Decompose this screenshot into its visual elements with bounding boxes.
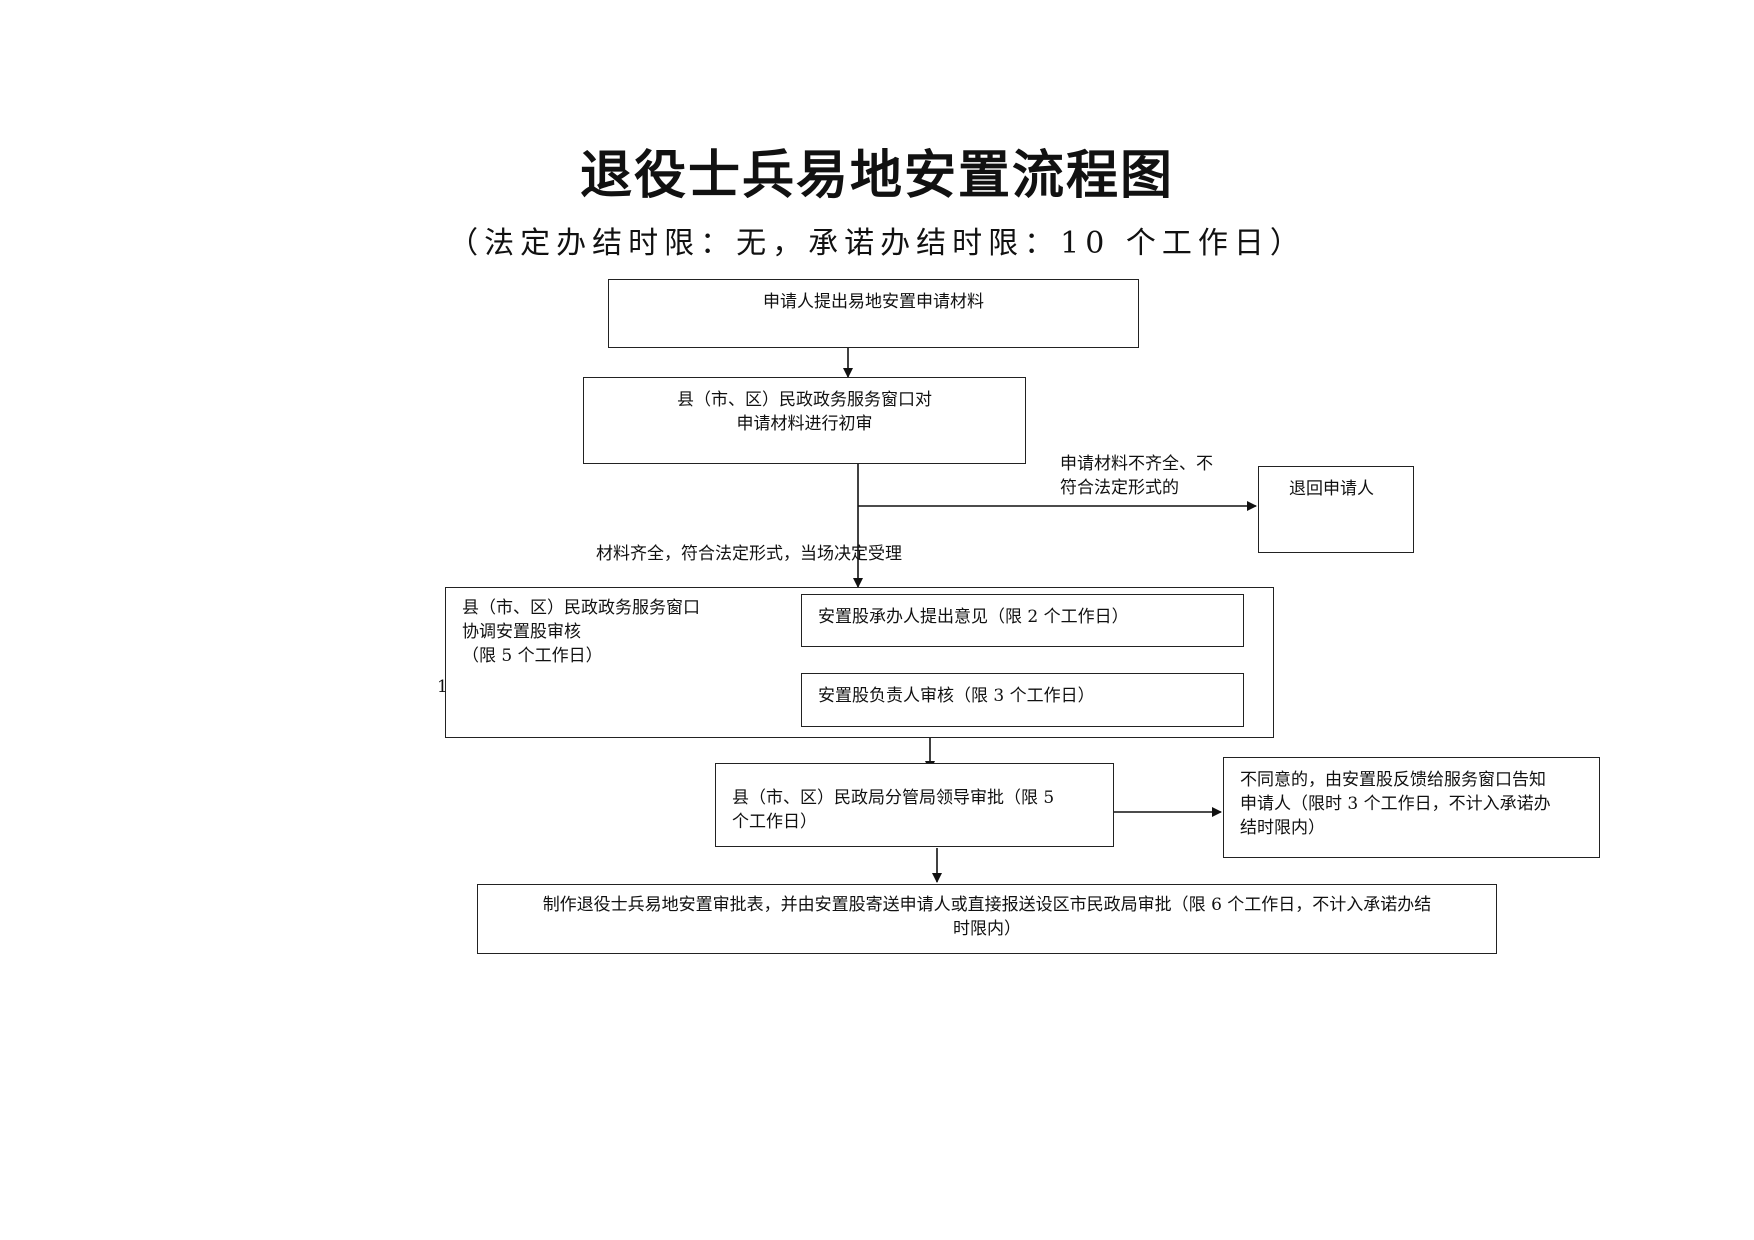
node-disagree: 不同意的，由安置股反馈给服务窗口告知 申请人（限时 3 个工作日，不计入承诺办 … [1223,757,1600,858]
node-leader-approval: 县（市、区）民政局分管局领导审批（限 5 个工作日） [715,763,1114,847]
stray-mark: 1 [437,677,448,697]
page-title: 退役士兵易地安置流程图 [579,145,1174,206]
node-disagree-line3: 结时限内） [1240,818,1325,838]
node-coordinate-line2: 协调安置股审核 [462,622,581,642]
node-leader-approval-line1: 县（市、区）民政局分管局领导审批（限 5 [732,788,1055,808]
edge-label-accepted: 材料齐全，符合法定形式，当场决定受理 [596,544,902,564]
node-initial-review-line1: 县（市、区）民政政务服务窗口对 [677,390,932,410]
node-apply-text: 申请人提出易地安置申请材料 [763,292,984,312]
node-return-applicant-text: 退回申请人 [1289,479,1374,499]
node-chief-review: 安置股负责人审核（限 3 个工作日） [801,673,1244,727]
page-subtitle: （法定办结时限：无，承诺办结时限：10 个工作日） [448,226,1306,261]
node-initial-review: 县（市、区）民政政务服务窗口对 申请材料进行初审 [583,377,1026,464]
node-coordinate-line1: 县（市、区）民政政务服务窗口 [462,598,700,618]
edge-label-incomplete-1: 申请材料不齐全、不 [1060,454,1213,474]
node-final-line2: 时限内） [953,919,1021,939]
node-final: 制作退役士兵易地安置审批表，并由安置股寄送申请人或直接报送设区市民政局审批（限 … [477,884,1497,954]
node-coordinate-line3: （限 5 个工作日） [462,646,603,666]
node-apply: 申请人提出易地安置申请材料 [608,279,1139,348]
node-leader-approval-line2: 个工作日） [732,812,817,832]
node-disagree-line2: 申请人（限时 3 个工作日，不计入承诺办 [1240,794,1551,814]
node-handler-opinion-text: 安置股承办人提出意见（限 2 个工作日） [818,607,1129,627]
node-chief-review-text: 安置股负责人审核（限 3 个工作日） [818,686,1095,706]
node-handler-opinion: 安置股承办人提出意见（限 2 个工作日） [801,594,1244,647]
node-return-applicant: 退回申请人 [1258,466,1414,553]
edge-label-incomplete-2: 符合法定形式的 [1060,478,1179,498]
node-final-line1: 制作退役士兵易地安置审批表，并由安置股寄送申请人或直接报送设区市民政局审批（限 … [542,895,1432,915]
node-disagree-line1: 不同意的，由安置股反馈给服务窗口告知 [1240,770,1546,790]
node-initial-review-line2: 申请材料进行初审 [736,414,873,434]
